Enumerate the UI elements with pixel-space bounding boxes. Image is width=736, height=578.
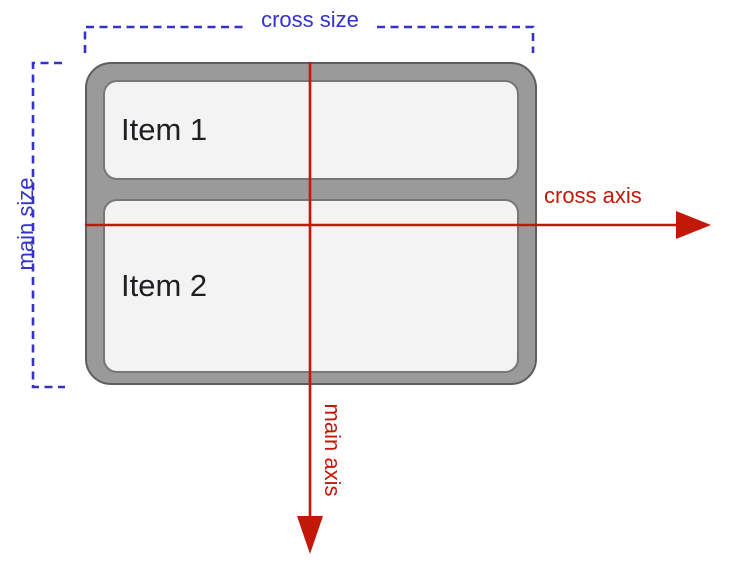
cross-size-label: cross size bbox=[261, 7, 359, 32]
flex-item-1: Item 1 bbox=[103, 80, 519, 180]
flex-container: Item 1 Item 2 bbox=[85, 62, 537, 385]
cross-size-bracket-right-icon bbox=[377, 25, 535, 53]
main-size-label: main size bbox=[13, 177, 38, 271]
flex-item-1-label: Item 1 bbox=[121, 112, 208, 147]
cross-axis-arrowhead-icon bbox=[676, 211, 711, 239]
flex-item-2: Item 2 bbox=[103, 199, 519, 373]
cross-axis-label: cross axis bbox=[544, 183, 642, 208]
main-axis-label: main axis bbox=[320, 403, 345, 497]
flex-item-2-label: Item 2 bbox=[121, 268, 208, 303]
cross-size-bracket-left-icon bbox=[83, 25, 243, 53]
